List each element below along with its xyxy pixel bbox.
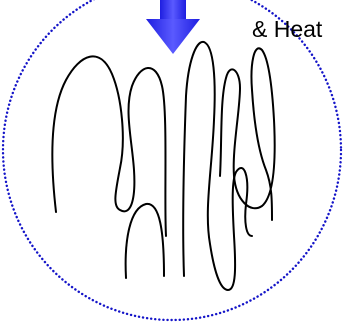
strand-2 [126, 204, 164, 278]
strand-3 [183, 42, 252, 290]
strand-1 [52, 56, 166, 236]
heat-label: & Heat [252, 16, 323, 42]
down-arrow-icon [146, 0, 200, 54]
strands-group [52, 42, 274, 290]
